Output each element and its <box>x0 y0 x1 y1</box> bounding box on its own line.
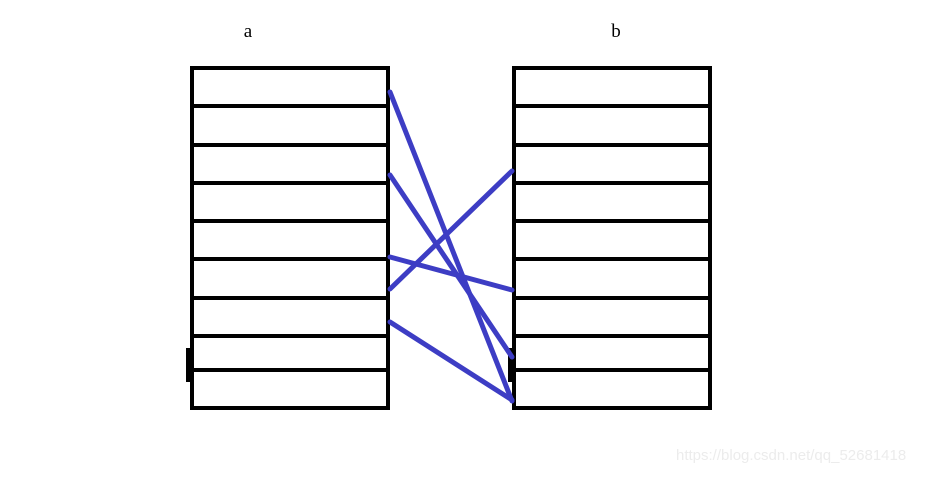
array-b-cell <box>516 108 708 147</box>
array-a-cell <box>194 146 386 185</box>
array-b-left-notch <box>508 348 515 382</box>
link-a5-b6 <box>387 254 515 293</box>
array-a-cell <box>194 184 386 224</box>
array-b-cell <box>516 223 708 262</box>
array-b-cell <box>516 70 708 109</box>
array-a-cell <box>194 299 386 338</box>
array-a-cell <box>194 70 386 109</box>
array-a-cell <box>194 108 386 147</box>
watermark: https://blog.csdn.net/qq_52681418 <box>676 447 907 464</box>
array-b <box>512 66 712 410</box>
array-b-label: b <box>611 21 621 42</box>
array-b-cell <box>516 299 708 338</box>
link-a7-b9 <box>387 319 515 403</box>
array-a-label: a <box>243 21 253 42</box>
array-a-cell <box>194 371 386 406</box>
link-a1-b9 <box>387 89 515 404</box>
array-a-cell <box>194 261 386 300</box>
array-a-cell <box>194 223 386 262</box>
array-a-cell <box>194 337 386 372</box>
array-b-cell <box>516 184 708 224</box>
array-b-cell <box>516 337 708 372</box>
array-a <box>190 66 390 410</box>
array-b-cell <box>516 146 708 185</box>
link-a6-b3 <box>387 168 515 292</box>
array-b-cell <box>516 371 708 406</box>
array-a-left-notch <box>186 348 193 382</box>
array-b-cell <box>516 261 708 300</box>
link-a3-b8 <box>387 172 515 360</box>
